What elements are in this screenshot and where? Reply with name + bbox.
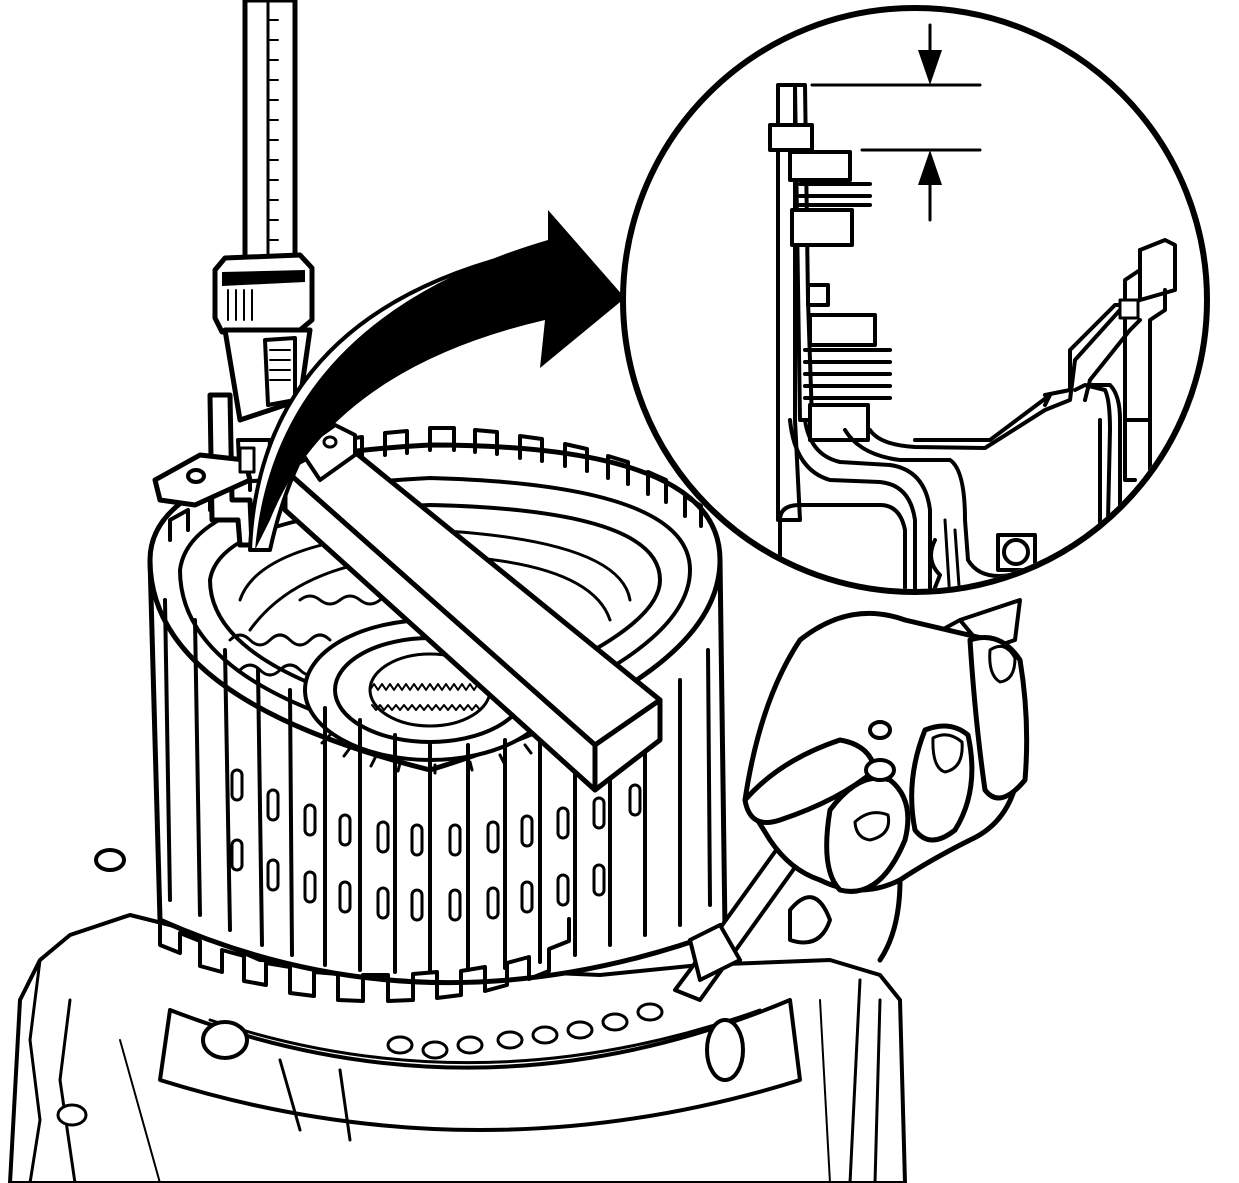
detail-callout xyxy=(620,5,1210,595)
straight-edge-bar xyxy=(282,423,663,793)
drum-slot-holes xyxy=(230,768,642,922)
drum-splines xyxy=(163,598,712,974)
callout-arrow xyxy=(248,210,625,552)
depth-gauge xyxy=(152,0,315,548)
flange-bolt-holes xyxy=(386,1002,664,1060)
hand-with-tool xyxy=(673,598,1030,1002)
dimension-arrows xyxy=(810,23,982,222)
